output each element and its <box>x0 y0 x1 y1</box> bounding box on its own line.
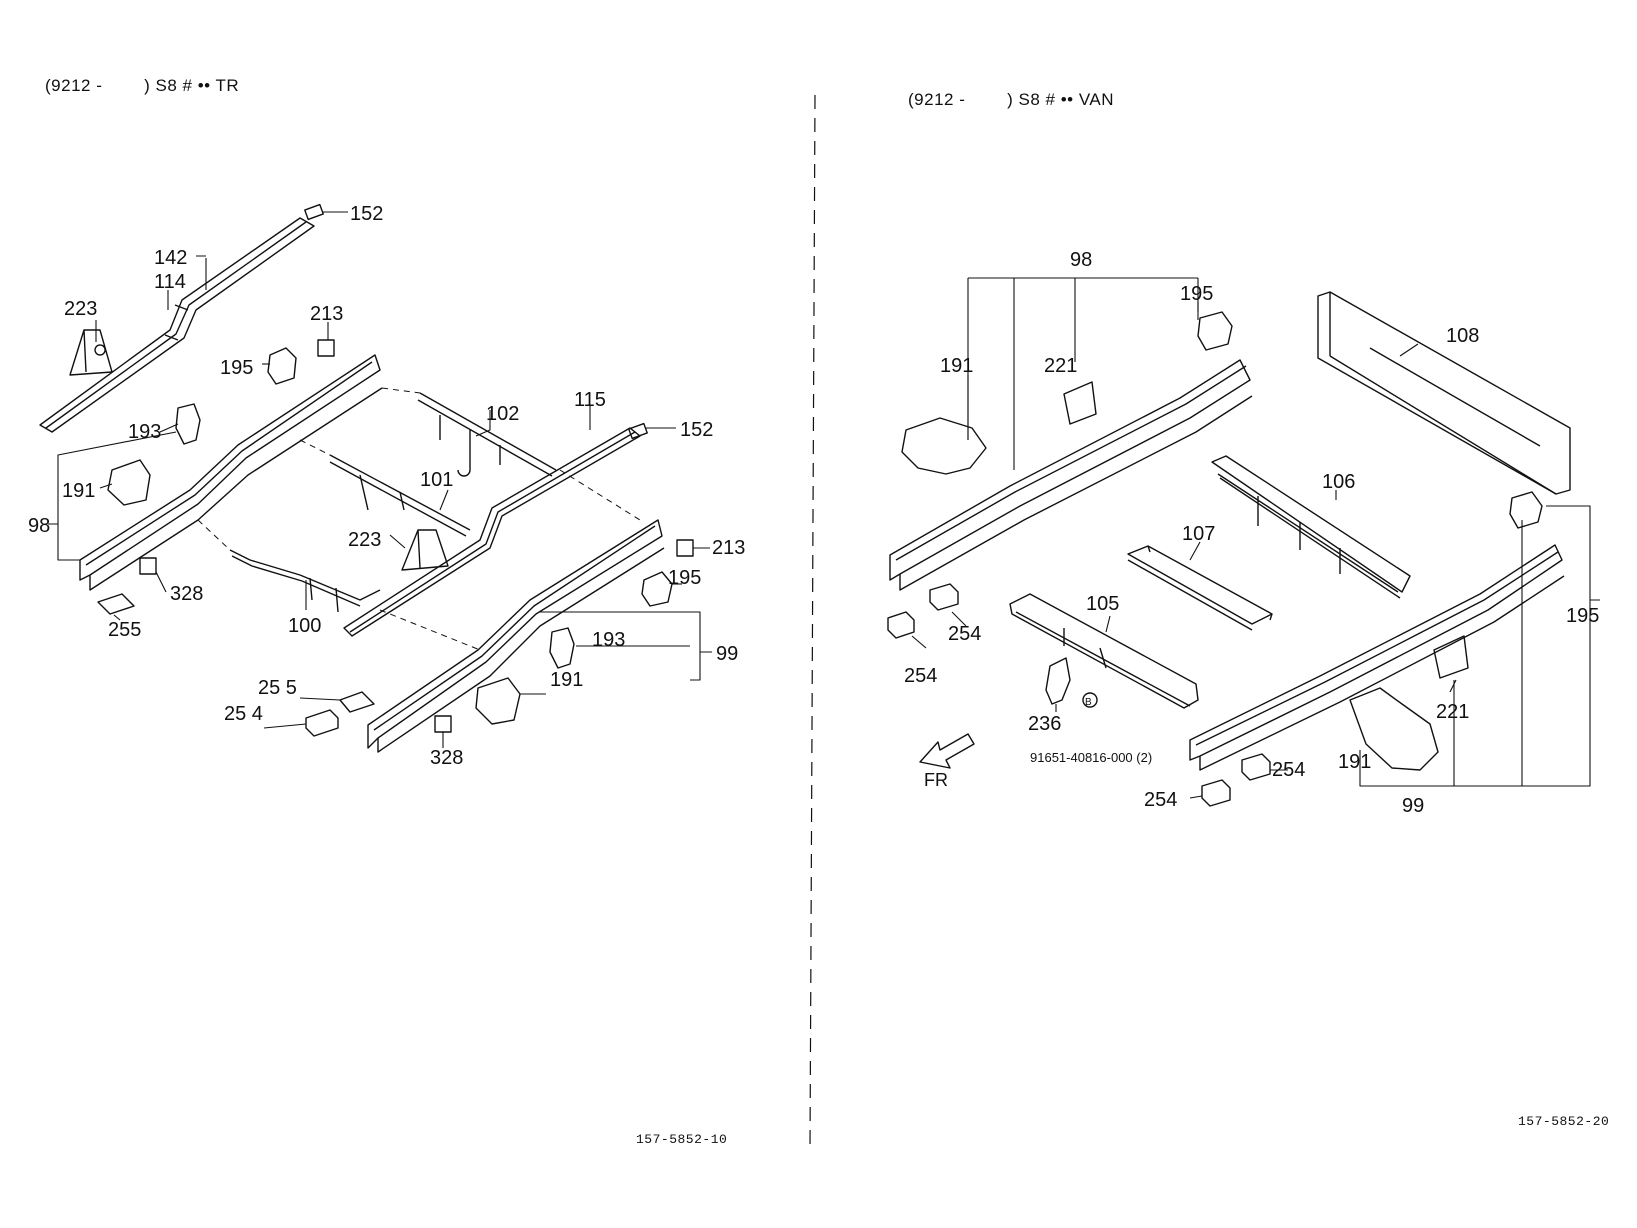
block-254-left <box>305 709 339 737</box>
van-side-member-left <box>889 359 1253 591</box>
right-callout-105: 105 <box>1086 593 1119 615</box>
left-callout-99: 99 <box>716 643 738 665</box>
bracket-193 <box>175 403 201 445</box>
left-callout-102: 102 <box>486 403 519 425</box>
van-block-254-b <box>929 583 959 611</box>
left-header: (9212 - ) S8 # •• TR <box>45 76 240 95</box>
right-callout-221-right: 221 <box>1436 701 1469 723</box>
clip-328-bottom <box>434 715 452 733</box>
van-plate-221-top <box>1063 381 1097 425</box>
right-callout-98: 98 <box>1070 249 1092 271</box>
left-callout-191: 191 <box>62 480 95 502</box>
van-block-254-a <box>887 611 915 639</box>
pipe-100 <box>229 549 381 613</box>
right-callout-191-left: 191 <box>940 355 973 377</box>
clip-213-right <box>676 539 694 557</box>
left-callout-142: 142 <box>154 247 187 269</box>
shaft-101 <box>329 454 471 537</box>
right-callout-195-top: 195 <box>1180 283 1213 305</box>
van-bracket-195-right <box>1509 491 1543 529</box>
left-callout-255-left: 255 <box>108 619 141 641</box>
right-header: (9212 - ) S8 # •• VAN <box>908 90 1115 109</box>
left-callout-213-right: 213 <box>712 537 745 559</box>
van-note-part-number: 91651-40816-000 (2) <box>1030 750 1152 765</box>
van-plate-221-right <box>1433 635 1469 679</box>
left-callout-100: 100 <box>288 615 321 637</box>
left-callout-213-top: 213 <box>310 303 343 325</box>
left-callout-193-right: 193 <box>592 629 625 651</box>
right-callout-191-right: 191 <box>1338 751 1371 773</box>
bracket-193-right <box>549 627 575 669</box>
left-callout-195-right: 195 <box>668 567 701 589</box>
left-callout-191-right: 191 <box>550 669 583 691</box>
van-bracket-191-left <box>901 417 987 475</box>
axle-102 <box>417 392 557 477</box>
bracket-223-center <box>401 529 449 571</box>
center-divider <box>809 94 816 1149</box>
van-block-254-c <box>1241 753 1271 781</box>
pad-152-right <box>628 422 648 440</box>
side-member-left <box>79 354 383 591</box>
left-callout-98: 98 <box>28 515 50 537</box>
van-side-member-right <box>1189 544 1565 771</box>
left-callout-152-right: 152 <box>680 419 713 441</box>
right-callout-221-top: 221 <box>1044 355 1077 377</box>
right-drawing-code: 157-5852-20 <box>1518 1114 1610 1129</box>
van-bracket-236 <box>1045 657 1071 705</box>
van-bracket-195-top <box>1197 311 1233 351</box>
bracket-195 <box>267 347 297 385</box>
left-callout-115: 115 <box>574 389 606 411</box>
clip-213-top <box>317 339 335 357</box>
bracket-191-right <box>475 677 521 725</box>
clip-328-left <box>139 557 157 575</box>
bracket-195-right <box>641 571 673 607</box>
fr-label: FR <box>924 770 948 790</box>
left-callout-223-center: 223 <box>348 529 381 551</box>
right-callout-195-right: 195 <box>1566 605 1599 627</box>
cross-member-114 <box>39 217 315 433</box>
van-member-107 <box>1127 545 1273 631</box>
van-marker-b-circle <box>1082 692 1098 708</box>
left-drawing-code: 157-5852-10 <box>636 1132 728 1147</box>
side-member-right <box>367 519 665 753</box>
right-callout-99: 99 <box>1402 795 1424 817</box>
left-callout-114: 114 <box>154 271 186 293</box>
van-marker-b: B <box>1085 697 1092 708</box>
left-callout-254: 25 4 <box>224 703 263 725</box>
right-callout-108: 108 <box>1446 325 1479 347</box>
left-callout-255-right: 25 5 <box>258 677 297 699</box>
van-member-105 <box>1009 593 1199 709</box>
left-callout-328-bottom: 328 <box>430 747 463 769</box>
fr-arrow-icon <box>919 733 975 769</box>
bracket-191 <box>107 459 151 506</box>
right-callout-236: 236 <box>1028 713 1061 735</box>
van-bracket-191-right <box>1349 687 1439 771</box>
left-callout-328-left: 328 <box>170 583 203 605</box>
right-callout-254-b: 254 <box>904 665 937 687</box>
right-callout-107: 107 <box>1182 523 1215 545</box>
left-callout-101: 101 <box>420 469 453 491</box>
left-callout-195: 195 <box>220 357 253 379</box>
right-callout-254-d: 254 <box>1144 789 1177 811</box>
right-callout-254-c: 254 <box>1272 759 1305 781</box>
van-member-108 <box>1317 291 1571 495</box>
van-member-106 <box>1211 455 1411 599</box>
left-callout-223-left: 223 <box>64 298 97 320</box>
cross-member-115 <box>343 427 641 637</box>
right-callout-106: 106 <box>1322 471 1355 493</box>
left-callout-193: 193 <box>128 421 161 443</box>
block-255-left <box>97 593 135 615</box>
pad-152-top <box>304 203 324 221</box>
bracket-223-left <box>69 329 113 376</box>
block-255-right <box>339 691 375 713</box>
right-callout-254-a: 254 <box>948 623 981 645</box>
left-callout-152-top: 152 <box>350 203 383 225</box>
van-block-254-d <box>1201 779 1231 807</box>
